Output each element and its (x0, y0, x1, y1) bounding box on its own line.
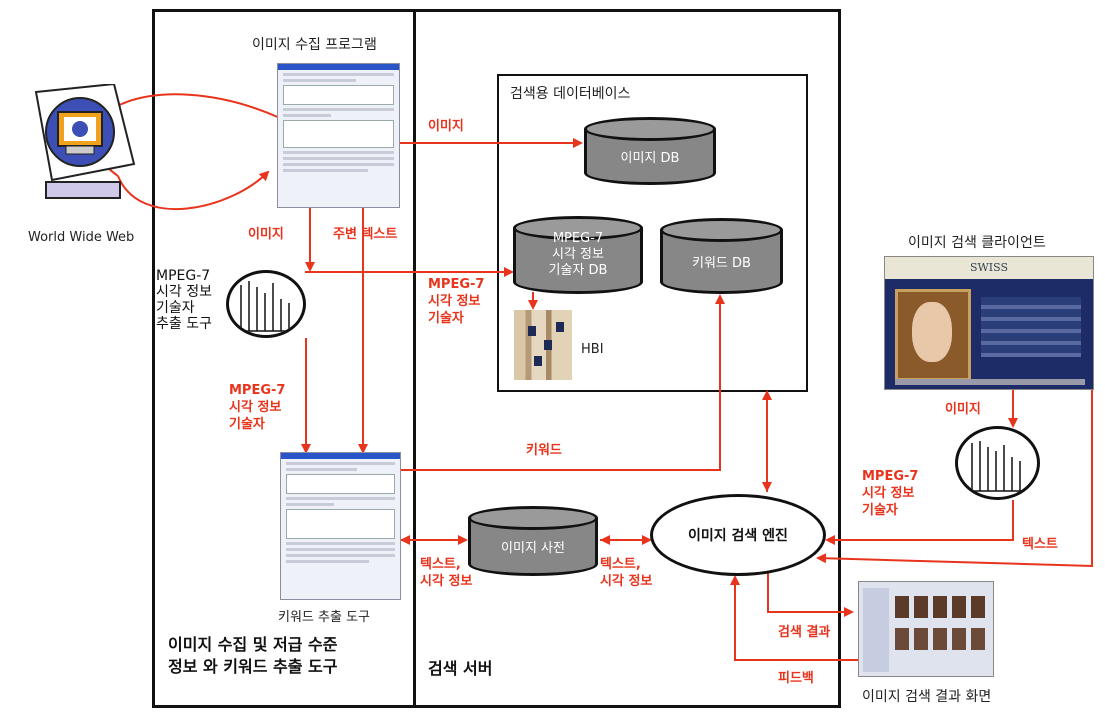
search-engine-label: 이미지 검색 엔진 (688, 528, 788, 544)
www-label: World Wide Web (28, 230, 135, 245)
label-image-left: 이미지 (248, 227, 284, 242)
label-text-visual-right: 텍스트,시각 정보 (600, 557, 653, 589)
label-text-visual-left: 텍스트,시각 정보 (420, 557, 473, 589)
client-title: 이미지 검색 클라이언트 (908, 235, 1046, 251)
collector-title: 이미지 수집 프로그램 (252, 37, 377, 53)
mpeg7-extractor-oval (226, 270, 306, 338)
label-feedback: 피드백 (778, 671, 814, 686)
search-server-title: 검색 서버 (428, 659, 493, 678)
image-dictionary-cylinder: 이미지 사전 (468, 506, 598, 576)
search-engine-oval: 이미지 검색 엔진 (650, 494, 826, 576)
hbi-image (514, 310, 572, 380)
image-db-cylinder: 이미지 DB (584, 117, 716, 185)
keyword-tool-label: 키워드 추출 도구 (278, 610, 370, 625)
client-extractor-oval (955, 426, 1040, 500)
client-banner: SWISS (885, 257, 1093, 279)
label-image-right: 이미지 (945, 402, 981, 417)
collector-window (277, 63, 400, 208)
label-image-top: 이미지 (428, 119, 464, 134)
label-surround-text: 주변 텍스트 (333, 227, 398, 242)
hbi-label: HBI (581, 342, 604, 357)
label-search-result: 검색 결과 (778, 625, 831, 640)
world-wide-web-icon (22, 82, 137, 204)
result-screen-label: 이미지 검색 결과 화면 (862, 689, 992, 705)
left-panel-title: 이미지 수집 및 저급 수준 정보 와 키워드 추출 도구 (168, 635, 338, 676)
label-keyword: 키워드 (526, 443, 562, 458)
result-screen-window (858, 581, 994, 677)
search-db-title: 검색용 데이터베이스 (510, 86, 631, 102)
client-window: SWISS (884, 256, 1094, 390)
keyword-tool-window (280, 452, 401, 600)
keyword-db-cylinder: 키워드 DB (660, 218, 783, 294)
label-text-right: 텍스트 (1022, 537, 1058, 552)
extractor-label: MPEG-7 시각 정보 기술자 추출 도구 (156, 268, 212, 332)
